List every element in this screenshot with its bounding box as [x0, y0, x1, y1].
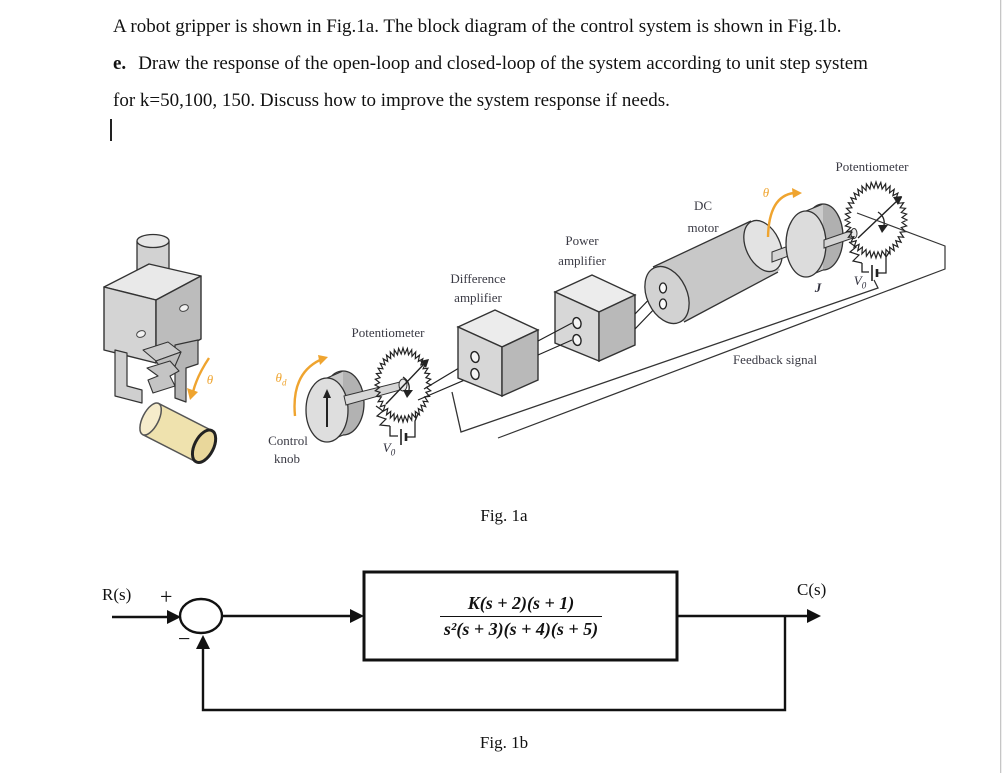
label-v0-left: V0 — [382, 440, 396, 458]
label-power-amplifier: amplifier — [558, 253, 606, 268]
label-theta-d: θd — [275, 370, 287, 388]
resistor-zigzag — [375, 405, 391, 427]
potentiometer-right-gear — [843, 180, 909, 281]
platform-edge — [497, 212, 946, 439]
label-motor: motor — [687, 220, 719, 235]
terminal — [572, 316, 582, 330]
label-inertia-j: J — [814, 280, 822, 295]
workpiece-cylinder — [139, 402, 218, 464]
feedback-wire — [451, 279, 879, 433]
label-feedback-signal: Feedback signal — [732, 352, 818, 367]
dc-motor — [644, 188, 802, 325]
input-signal-label: R(s) — [102, 585, 132, 604]
terminal — [572, 333, 582, 347]
terminal — [658, 282, 668, 294]
gear-ring — [843, 180, 909, 260]
inertia-disc — [771, 203, 858, 278]
fig1a-caption: Fig. 1a — [480, 506, 528, 525]
fig1b-caption: Fig. 1b — [479, 733, 529, 752]
difference-amplifier — [456, 309, 540, 398]
gripper-right-leg — [174, 339, 199, 403]
problem-text-line3[interactable]: for k=50,100, 150. Discuss how to improv… — [113, 90, 670, 111]
terminal — [470, 367, 480, 381]
tf-numerator: K(s + 2)(s + 1) — [467, 592, 575, 613]
theta-arrow-motor — [766, 191, 795, 238]
label-potentiometer-left: Potentiometer — [351, 325, 425, 340]
gripper-left-leg — [114, 349, 143, 404]
text-cursor — [110, 119, 112, 141]
label-potentiometer-right: Potentiometer — [835, 159, 909, 174]
problem-text-line1[interactable]: A robot gripper is shown in Fig.1a. The … — [113, 16, 842, 37]
robot-gripper — [103, 233, 218, 464]
terminal — [658, 298, 668, 310]
label-control: Control — [268, 433, 308, 448]
label-theta-motor: θ — [762, 185, 770, 200]
label-difference: Difference — [450, 271, 506, 286]
theta-d-arrow — [293, 358, 321, 417]
control-knob — [293, 355, 401, 443]
minus-sign: − — [178, 626, 191, 651]
wiper-arm — [857, 199, 899, 239]
label-dc: DC — [693, 198, 713, 213]
resistor-zigzag — [848, 241, 863, 264]
wire — [537, 339, 573, 356]
label-theta-gripper: θ — [206, 372, 214, 387]
plus-sign: + — [160, 584, 173, 609]
label-power: Power — [565, 233, 599, 248]
transfer-function: K(s + 2)(s + 1) s²(s + 3)(s + 4)(s + 5) — [366, 574, 676, 658]
terminal — [470, 350, 480, 364]
problem-text-line2[interactable]: e.Draw the response of the open-loop and… — [113, 53, 868, 74]
label-v0-right: V0 — [853, 273, 867, 291]
tf-denominator: s²(s + 3)(s + 4)(s + 5) — [439, 615, 603, 640]
label-diff-amplifier: amplifier — [454, 290, 502, 305]
output-signal-label: C(s) — [797, 580, 827, 599]
power-amplifier — [537, 274, 660, 363]
feedback-path — [201, 616, 787, 712]
gear-ring — [373, 345, 433, 425]
theta-arrow-gripper — [191, 357, 210, 393]
page-edge — [1000, 0, 1002, 773]
wire — [537, 322, 573, 342]
label-knob: knob — [274, 451, 300, 466]
wiper-arm — [385, 362, 426, 405]
item-letter: e. — [113, 53, 127, 74]
